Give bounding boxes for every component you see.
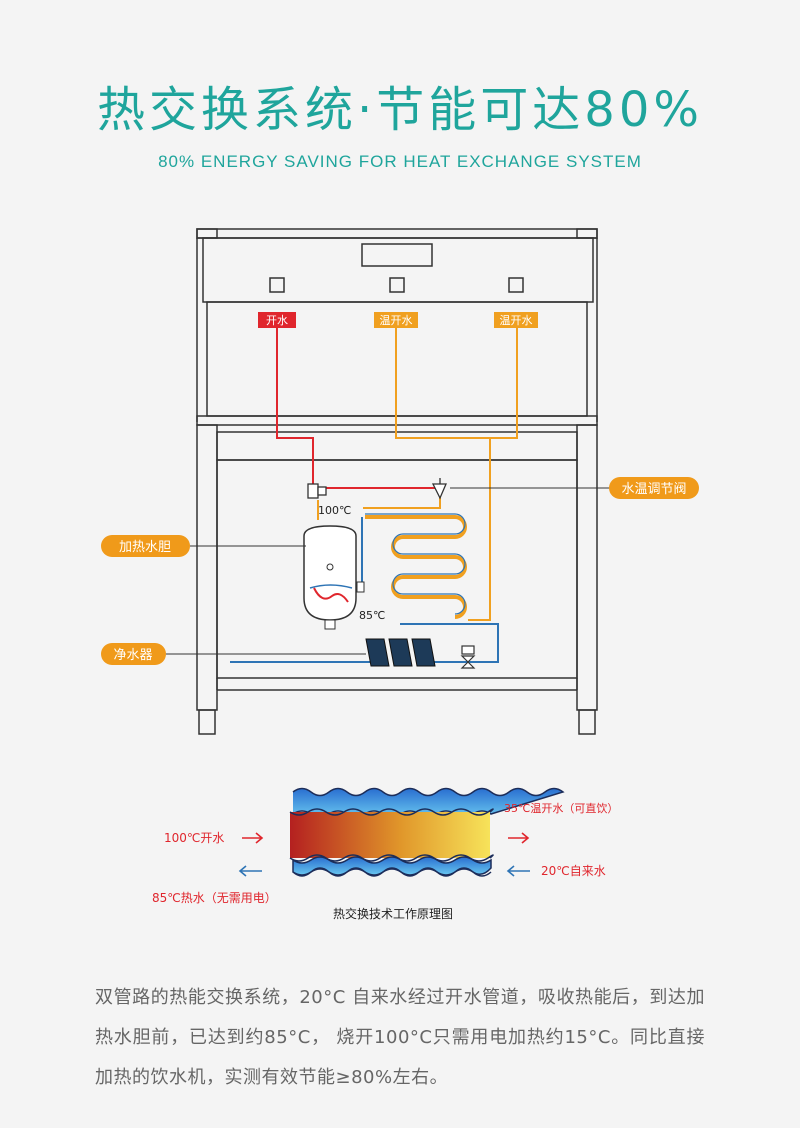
warm-water-pipe bbox=[317, 328, 518, 621]
inlet-valve-icon bbox=[460, 645, 476, 669]
principle-diagram: 100℃开水 35℃温开水（可直饮） 20℃自来水 85℃热水（无需用电） 热交… bbox=[152, 787, 618, 921]
heat-band bbox=[290, 812, 490, 858]
tap-label-warm-2: 温开水 bbox=[494, 312, 538, 328]
description-paragraph: 双管路的热能交换系统，20°C 自来水经过开水管道，吸收热能后，到达加热水胆前，… bbox=[95, 987, 705, 1088]
heat-exchanger-coil bbox=[365, 515, 467, 619]
principle-caption: 热交换技术工作原理图 bbox=[333, 906, 453, 921]
svg-text:净水器: 净水器 bbox=[113, 648, 152, 663]
tap-label-warm-1: 温开水 bbox=[374, 312, 418, 328]
page-title: 热交换系统·节能可达80% bbox=[97, 82, 703, 138]
label-100-boiling: 100℃开水 bbox=[164, 831, 224, 845]
callout-temp-valve: 水温调节阀 bbox=[609, 477, 699, 499]
label-35-warm: 35℃温开水（可直饮） bbox=[504, 801, 618, 815]
page-subtitle: 80% ENERGY SAVING FOR HEAT EXCHANGE SYST… bbox=[158, 152, 642, 171]
temp-100-label: 100℃ bbox=[318, 504, 351, 517]
tap-label-boiling: 开水 bbox=[258, 312, 296, 328]
temp-85-label: 85℃ bbox=[359, 609, 385, 622]
label-20-tap: 20℃自来水 bbox=[541, 864, 606, 878]
heater-tank bbox=[303, 525, 365, 630]
boiling-sensor-icon bbox=[307, 483, 327, 499]
hot-water-pipe bbox=[276, 328, 440, 489]
svg-text:加热水胆: 加热水胆 bbox=[119, 540, 171, 555]
cold-wave-bottom bbox=[292, 856, 492, 876]
svg-text:水温调节阀: 水温调节阀 bbox=[621, 482, 686, 497]
svg-text:温开水: 温开水 bbox=[380, 314, 413, 327]
temp-valve-icon bbox=[431, 478, 447, 500]
svg-text:开水: 开水 bbox=[266, 314, 288, 327]
cold-wave-top bbox=[292, 787, 565, 818]
purifier-filters bbox=[365, 638, 436, 667]
callout-purifier: 净水器 bbox=[101, 643, 166, 665]
heat-exchange-diagram: 开水 温开水 温开水 100℃ 85℃ bbox=[101, 228, 699, 921]
callout-heater: 加热水胆 bbox=[101, 535, 190, 557]
arrow-left-icon bbox=[238, 865, 530, 877]
label-85-hot: 85℃热水（无需用电） bbox=[152, 891, 277, 905]
arrow-right-icon bbox=[242, 832, 530, 844]
svg-text:温开水: 温开水 bbox=[500, 314, 533, 327]
